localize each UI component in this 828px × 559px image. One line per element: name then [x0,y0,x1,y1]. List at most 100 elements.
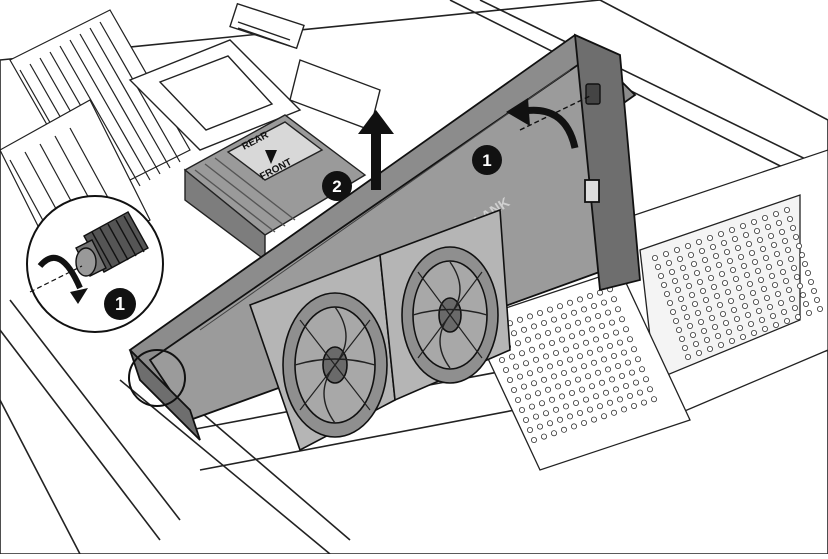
perforation-hole [591,416,598,423]
perforation-hole [557,303,564,310]
perforation-hole [746,240,753,247]
perforation-hole [575,319,582,326]
fan-right [379,208,511,402]
perforation-hole [750,289,757,296]
perforation-hole [543,410,550,417]
perforation-hole [738,253,745,260]
perforation-hole [765,223,772,230]
perforation-hole [670,308,677,315]
perforation-hole [521,383,528,390]
perforation-hole [699,247,706,254]
perforation-hole [713,252,720,259]
perforation-hole [508,353,515,360]
perforation-hole [579,386,586,393]
perforation-hole [553,406,560,413]
perforation-hole [814,296,821,303]
perforation-hole [692,300,699,307]
perforation-hole [567,413,574,420]
perforation-hole [525,393,532,400]
perforation-hole [611,352,618,359]
callout-step2: 2 [322,171,352,201]
perforation-hole [726,328,733,335]
callout-step1-secondary: 1 [104,288,136,320]
perforation-hole [694,269,701,276]
perforation-hole [730,266,737,273]
perforation-hole [768,232,775,239]
perforation-hole [609,319,616,326]
perforation-hole [679,335,686,342]
perforation-hole [800,291,807,298]
perforation-hole [764,294,771,301]
perforation-hole [603,389,610,396]
perforation-hole [664,290,671,297]
perforation-hole [541,319,548,326]
perforation-hole [631,346,638,353]
perforation-hole [690,331,697,338]
perforation-hole [575,376,582,383]
perforation-hole [549,396,556,403]
perforation-hole [758,276,765,283]
perforation-hole [621,406,628,413]
perforation-hole [700,287,707,294]
perforation-hole [817,305,824,312]
perforation-hole [637,389,644,396]
perforation-hole [593,393,600,400]
perforation-hole [751,329,758,336]
perforation-hole [712,323,719,330]
perforation-hole [589,383,596,390]
perforation-hole [685,353,692,360]
perforation-hole [551,373,558,380]
heatsink: REAR FRONT [183,114,367,262]
perforation-hole [591,302,598,309]
perforation-hole [537,309,544,316]
perforation-hole [770,312,777,319]
perforation-hole [545,386,552,393]
perforation-hole [573,399,580,406]
perforation-hole [635,356,642,363]
perforation-hole [707,345,714,352]
perforation-hole [557,359,564,366]
perforation-hole [583,396,590,403]
perforation-hole [790,224,797,231]
perforation-hole [749,249,756,256]
perforation-hole [803,300,810,307]
perforation-hole [689,291,696,298]
perforation-hole [782,237,789,244]
fan-left [248,253,396,452]
perforation-hole [672,277,679,284]
perforation-hole [739,293,746,300]
perforation-hole [619,372,626,379]
perforation-hole [707,234,714,241]
perforation-hole [675,286,682,293]
perforation-hole [535,333,542,340]
perforation-hole [685,242,692,249]
perforation-hole [793,233,800,240]
perforation-hole [585,373,592,380]
perforation-hole [643,376,650,383]
perforation-hole [531,436,538,443]
perforation-hole [748,320,755,327]
perforation-hole [754,227,761,234]
perforation-hole [688,251,695,258]
perforation-hole [704,336,711,343]
perforation-hole [601,299,608,306]
perforation-hole [652,254,659,261]
perforation-hole [597,346,604,353]
perforation-hole [506,376,513,383]
perforation-hole [627,336,634,343]
perforation-hole [705,265,712,272]
perforation-hole [567,299,574,306]
perforation-hole [539,400,546,407]
perforation-hole [669,268,676,275]
perforation-hole [609,376,616,383]
perforation-hole [718,341,725,348]
perforation-hole [541,433,548,440]
perforation-hole [741,262,748,269]
perforation-hole [811,287,818,294]
perforation-hole [569,389,576,396]
perforation-hole [682,344,689,351]
perforation-hole [615,362,622,369]
perforation-hole [605,366,612,373]
perforation-hole [567,356,574,363]
perforation-hole [729,337,736,344]
